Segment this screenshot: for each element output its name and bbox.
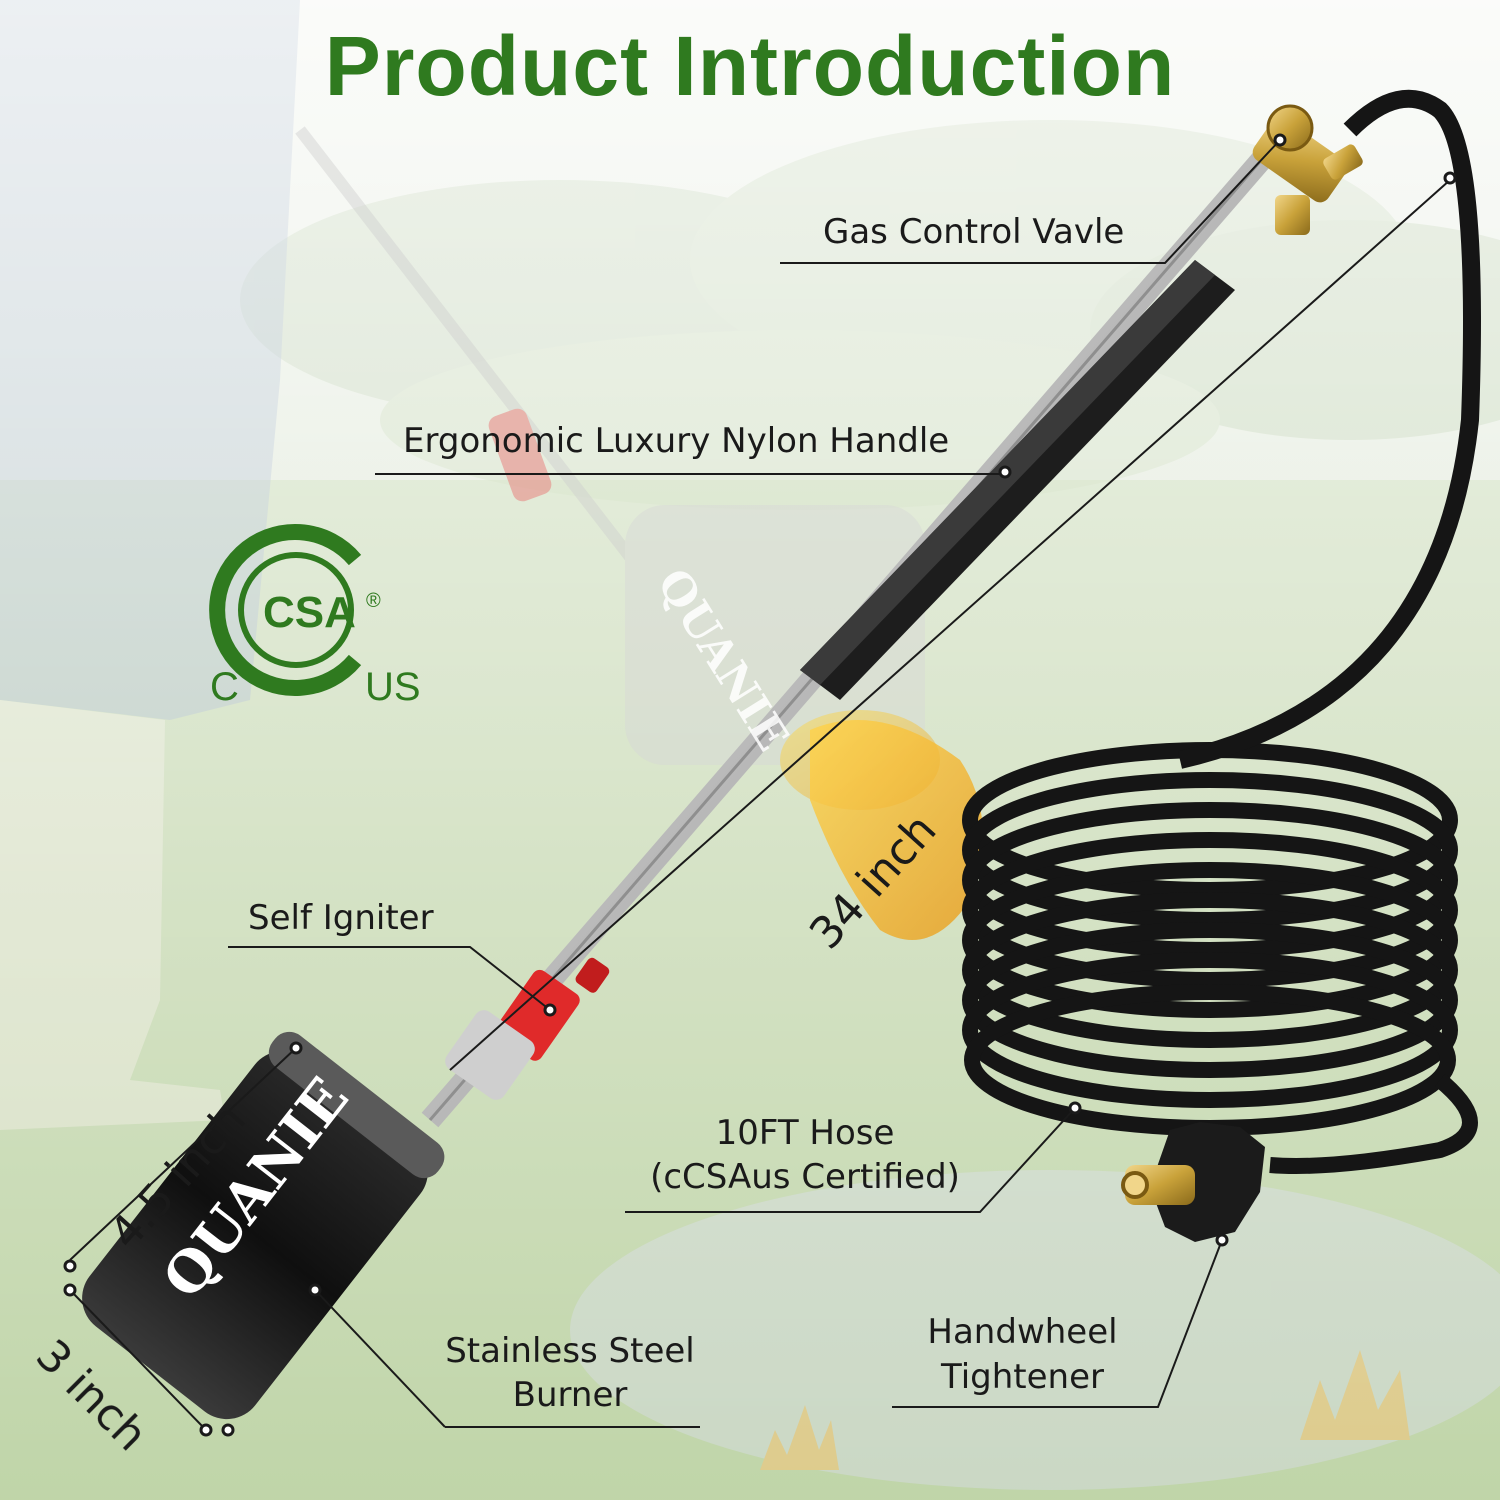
csa-us-label: US <box>365 665 421 709</box>
handle-label: Ergonomic Luxury Nylon Handle <box>403 421 950 461</box>
page-title: Product Introduction <box>324 19 1176 113</box>
hose-feed <box>1177 89 1481 769</box>
burner-label-line1: Stainless Steel <box>445 1331 695 1371</box>
flame <box>810 720 983 940</box>
handwheel-label-line1: Handwheel <box>927 1312 1118 1352</box>
leader-dots <box>63 133 1457 1437</box>
gas-valve-label: Gas Control Vavle <box>823 212 1125 252</box>
csa-mark-text: CSA <box>263 588 356 637</box>
hose-label-line1: 10FT Hose <box>715 1113 895 1153</box>
burner-label-line2: Burner <box>512 1375 628 1415</box>
csa-mark <box>209 524 362 696</box>
stainless-steel-burner <box>82 1031 445 1420</box>
self-igniter <box>445 957 610 1100</box>
registered-symbol: ® <box>366 590 381 612</box>
hose-tail <box>1269 1073 1478 1174</box>
igniter-label: Self Igniter <box>248 898 434 938</box>
handwheel-tightener <box>1121 1122 1265 1242</box>
hose-label-line2: (cCSAus Certified) <box>650 1157 960 1197</box>
csa-c-label: C <box>210 665 239 709</box>
handwheel-label-line2: Tightener <box>941 1357 1104 1397</box>
